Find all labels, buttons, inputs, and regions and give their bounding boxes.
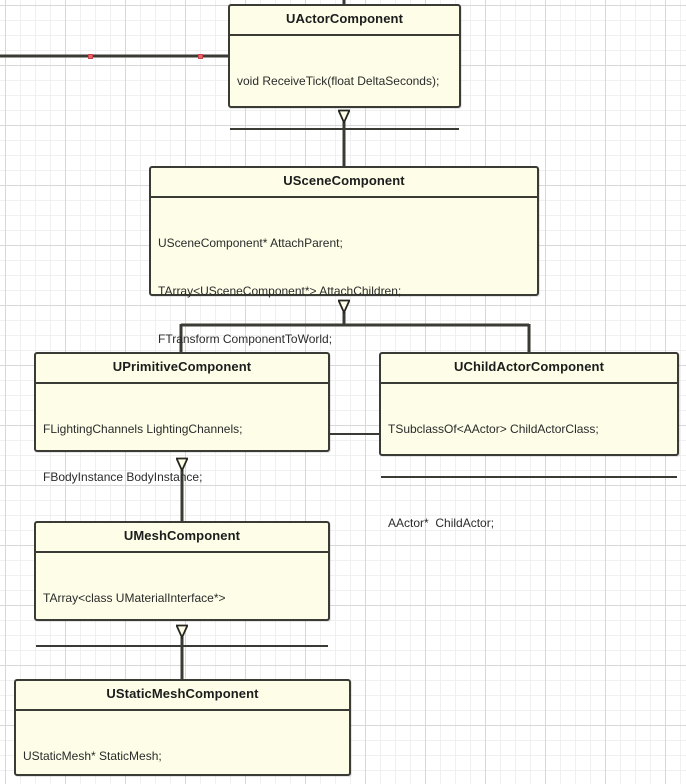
class-member-row: FTransform ComponentToWorld;	[158, 331, 333, 346]
class-attributes-uchildactorcomponent: AActor* ChildActor;	[381, 478, 677, 570]
class-methods-uactorcomponent: void ReceiveTick(float DeltaSeconds);	[230, 36, 459, 130]
class-member-row: FBodyInstance BodyInstance;	[43, 469, 203, 484]
class-methods-ustaticmeshcomponent: UStaticMesh* StaticMesh; TArray<struct F…	[16, 711, 349, 784]
class-box-uactorcomponent[interactable]: UActorComponent void ReceiveTick(float D…	[228, 4, 461, 229]
class-member-row: void ReceiveTick(float DeltaSeconds);	[237, 73, 440, 88]
class-title-uprimitivecomponent: UPrimitiveComponent	[36, 354, 328, 384]
class-member-row: FLightingChannels LightingChannels;	[43, 421, 243, 436]
class-box-umeshcomponent[interactable]: UMeshComponent TArray<class UMaterialInt…	[34, 521, 330, 647]
class-methods-umeshcomponent: TArray<class UMaterialInterface*>	[36, 553, 328, 647]
class-member-row: UStaticMesh* StaticMesh;	[23, 748, 162, 763]
class-box-uchildactorcomponent[interactable]: UChildActorComponent TSubclassOf<AActor>…	[379, 352, 679, 530]
class-member-row: TSubclassOf<AActor> ChildActorClass;	[388, 421, 599, 436]
class-title-ustaticmeshcomponent: UStaticMeshComponent	[16, 681, 349, 711]
class-member-row: TArray<USceneComponent*> AttachChildren;	[158, 283, 402, 298]
class-methods-uchildactorcomponent: TSubclassOf<AActor> ChildActorClass;	[381, 384, 677, 478]
class-title-umeshcomponent: UMeshComponent	[36, 523, 328, 553]
class-title-uscenecomponent: USceneComponent	[151, 168, 537, 198]
edge-waypoint-handle[interactable]	[88, 54, 93, 59]
class-member-row: AActor* ChildActor;	[388, 515, 495, 530]
class-title-uchildactorcomponent: UChildActorComponent	[381, 354, 677, 384]
edge-waypoint-handle[interactable]	[198, 54, 203, 59]
class-member-row: USceneComponent* AttachParent;	[158, 235, 343, 250]
class-box-uscenecomponent[interactable]: USceneComponent USceneComponent* AttachP…	[149, 166, 539, 436]
class-methods-uprimitivecomponent: FLightingChannels LightingChannels; FBod…	[36, 384, 328, 526]
class-box-ustaticmeshcomponent[interactable]: UStaticMeshComponent UStaticMesh* Static…	[14, 679, 351, 776]
class-box-uprimitivecomponent[interactable]: UPrimitiveComponent FLightingChannels Li…	[34, 352, 330, 526]
class-member-row: TArray<class UMaterialInterface*>	[43, 590, 226, 605]
class-title-uactorcomponent: UActorComponent	[230, 6, 459, 36]
class-attributes-umeshcomponent	[36, 647, 328, 669]
